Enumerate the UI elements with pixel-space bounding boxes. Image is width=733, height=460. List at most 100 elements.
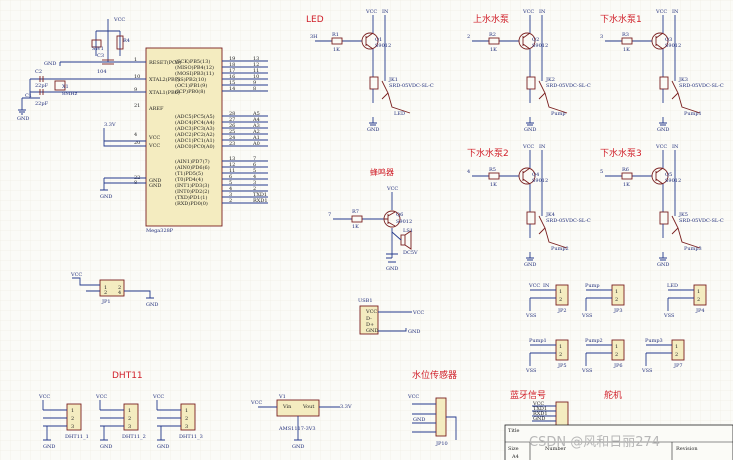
mcu-right-net: A5	[252, 111, 260, 117]
svg-text:JK4: JK4	[545, 212, 555, 218]
heading-pump-up: 上水水泵	[473, 13, 509, 25]
r4-label: R4	[123, 38, 130, 44]
reg-gnd: GND	[292, 444, 304, 450]
mcu-right-pin: (MOSI)PB3(11)	[175, 70, 214, 77]
svg-text:IN: IN	[539, 144, 546, 150]
svg-text:1: 1	[675, 344, 678, 350]
svg-text:3: 3	[71, 424, 74, 430]
mcu-right-pin: (ADC1)PC1(A1)	[175, 137, 215, 144]
usb-label: USB1	[358, 298, 373, 304]
svg-text:SRD-05VDC-SL-C: SRD-05VDC-SL-C	[679, 218, 724, 224]
svg-text:2: 2	[467, 34, 470, 40]
svg-text:VSS: VSS	[581, 313, 593, 319]
svg-text:S9012: S9012	[665, 178, 681, 184]
heading-servo: 舵机	[604, 389, 622, 401]
svg-text:1: 1	[615, 344, 618, 350]
mcu-right-num: 13	[229, 156, 235, 162]
usb-pin-dm: D-	[366, 316, 372, 322]
svg-text:VCC: VCC	[365, 9, 377, 15]
usb-vcc: VCC	[412, 310, 424, 316]
reg-vout: Vout	[302, 404, 314, 410]
mcu-body	[145, 47, 223, 227]
svg-text:2: 2	[185, 416, 188, 422]
level-vcc: VCC	[407, 394, 419, 400]
mcu-right-num: 4	[229, 186, 232, 192]
mcu-right-pin: (OC1)PB1(9)	[175, 82, 207, 89]
svg-text:1: 1	[559, 344, 562, 350]
gnd-label-left: GND	[17, 116, 29, 122]
mcu-left-num: 20	[134, 140, 140, 146]
mcu-right-net: TXD1	[253, 192, 267, 198]
svg-text:GND: GND	[43, 444, 55, 450]
svg-text:GND: GND	[524, 127, 536, 133]
v33-label: 3.3V	[104, 122, 116, 128]
svg-text:Pump2: Pump2	[551, 246, 569, 252]
mcu-right-num: 19	[229, 56, 235, 62]
svg-text:2: 2	[559, 297, 562, 303]
bt-gnd: GND	[533, 416, 545, 422]
mcu-right-num: 3	[229, 192, 232, 198]
svg-text:VSS: VSS	[663, 313, 675, 319]
jp1-gnd: GND	[146, 302, 158, 308]
svg-text:JK3: JK3	[678, 77, 688, 83]
svg-text:JK1: JK1	[388, 77, 398, 83]
mcu-right-net: 3	[253, 180, 256, 186]
svg-text:VSS: VSS	[525, 368, 537, 374]
c3-label: C3	[97, 53, 104, 59]
buzzer-vcc: VCC	[386, 186, 398, 192]
mcu-right-num: 12	[229, 162, 235, 168]
svg-text:1: 1	[104, 285, 107, 291]
mcu-right-pin: (ADC2)PC2(A2)	[175, 131, 215, 138]
x1-label: X1	[62, 84, 69, 90]
svg-text:IN: IN	[672, 9, 679, 15]
svg-text:GND: GND	[157, 444, 169, 450]
gnd-label-osc: GND	[44, 61, 56, 67]
mcu-left-num: 1	[134, 57, 137, 63]
svg-text:GND: GND	[367, 127, 379, 133]
svg-text:JP4: JP4	[695, 308, 705, 314]
tb-a4: A4	[511, 454, 519, 460]
svg-text:IN: IN	[543, 283, 550, 289]
svg-text:Pump3: Pump3	[684, 246, 702, 252]
buzzer-ls: LS1	[403, 228, 413, 234]
mcu-right-num: 2	[229, 198, 232, 204]
bt-vcc: VCC	[532, 401, 544, 407]
mcu-right-pin: (INT1)PD3(3)	[175, 182, 209, 189]
svg-text:2: 2	[697, 297, 700, 303]
tb-title: Title	[508, 428, 520, 434]
svg-text:1: 1	[71, 408, 74, 414]
relay-r: R6	[622, 167, 629, 173]
mcu-right-num: 27	[229, 117, 235, 123]
svg-text:2: 2	[118, 285, 121, 291]
mcu-right-net: A0	[252, 141, 260, 147]
svg-text:Pump2: Pump2	[585, 338, 603, 344]
svg-text:VSS: VSS	[581, 368, 593, 374]
heading-buzzer: 蜂鸣器	[370, 167, 394, 177]
heading-pump-down1: 下水水泵1	[600, 13, 642, 25]
svg-text:JK2: JK2	[545, 77, 555, 83]
jp1-vcc: VCC	[70, 272, 82, 278]
reg-label: V1	[278, 394, 286, 400]
svg-text:VCC: VCC	[655, 9, 667, 15]
mcu-right-net: 9	[253, 80, 256, 86]
mcu-right-pin: (T0)PD4(4)	[175, 176, 203, 183]
usb-pin-gnd: GND	[366, 328, 378, 334]
mcu-right-pin: (T1)PD5(5)	[175, 170, 203, 177]
svg-text:IN: IN	[672, 144, 679, 150]
svg-text:5: 5	[600, 169, 603, 175]
tb-size: Size	[508, 446, 519, 452]
mcu-right-num: 15	[229, 80, 235, 86]
svg-text:2: 2	[128, 416, 131, 422]
mcu-left-pin: GND	[149, 178, 161, 184]
mcu-left-num: 10	[134, 74, 140, 80]
jp1-block: VCC 12 24 JP1 GND	[70, 272, 158, 308]
mcu-right-num: 23	[229, 141, 235, 147]
heading-led: LED	[306, 15, 324, 25]
mcu-right-pin: (AIN0)PD6(6)	[175, 164, 210, 171]
heading-level: 水位传感器	[412, 369, 457, 381]
